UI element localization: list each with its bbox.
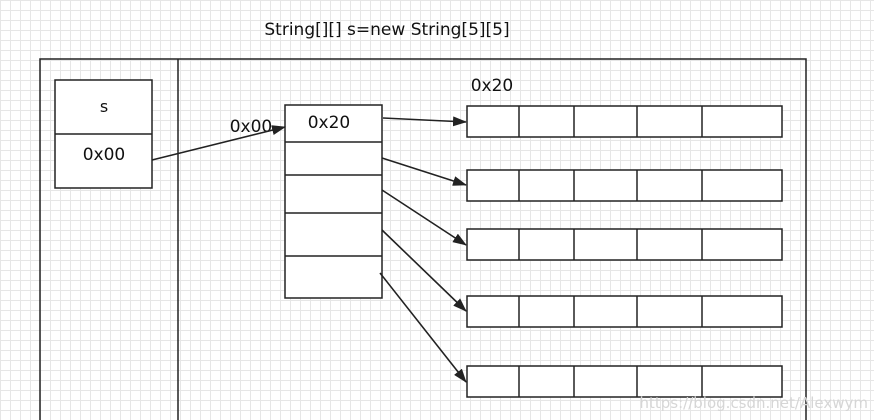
stack-variable-value: 0x00	[83, 145, 126, 165]
inner-array-row	[466, 365, 783, 398]
reference-arrow	[381, 157, 467, 186]
reference-arrow	[151, 125, 286, 161]
inner-array-row	[466, 228, 783, 261]
reference-arrow	[379, 272, 467, 383]
inner-array-row	[466, 105, 783, 138]
diagram-title: String[][] s=new String[5][5]	[264, 20, 509, 40]
reference-arrow	[382, 116, 467, 127]
outer-array-border	[284, 104, 383, 299]
reference-arrow	[381, 229, 467, 312]
reference-arrow	[381, 189, 467, 246]
outer-array: 0x20	[284, 104, 383, 299]
stack-variable-name: s	[100, 97, 108, 116]
outer-array-slot-0: 0x20	[308, 113, 351, 133]
memory-frame	[39, 58, 807, 420]
stack-variable-box: s 0x00	[54, 79, 153, 189]
watermark-text: https://blog.csdn.net/Alexwym	[640, 394, 868, 412]
outer-array-address-label: 0x00	[230, 117, 273, 137]
inner-array-address-label: 0x20	[471, 76, 514, 96]
inner-array-row	[466, 295, 783, 328]
inner-array-row	[466, 169, 783, 202]
